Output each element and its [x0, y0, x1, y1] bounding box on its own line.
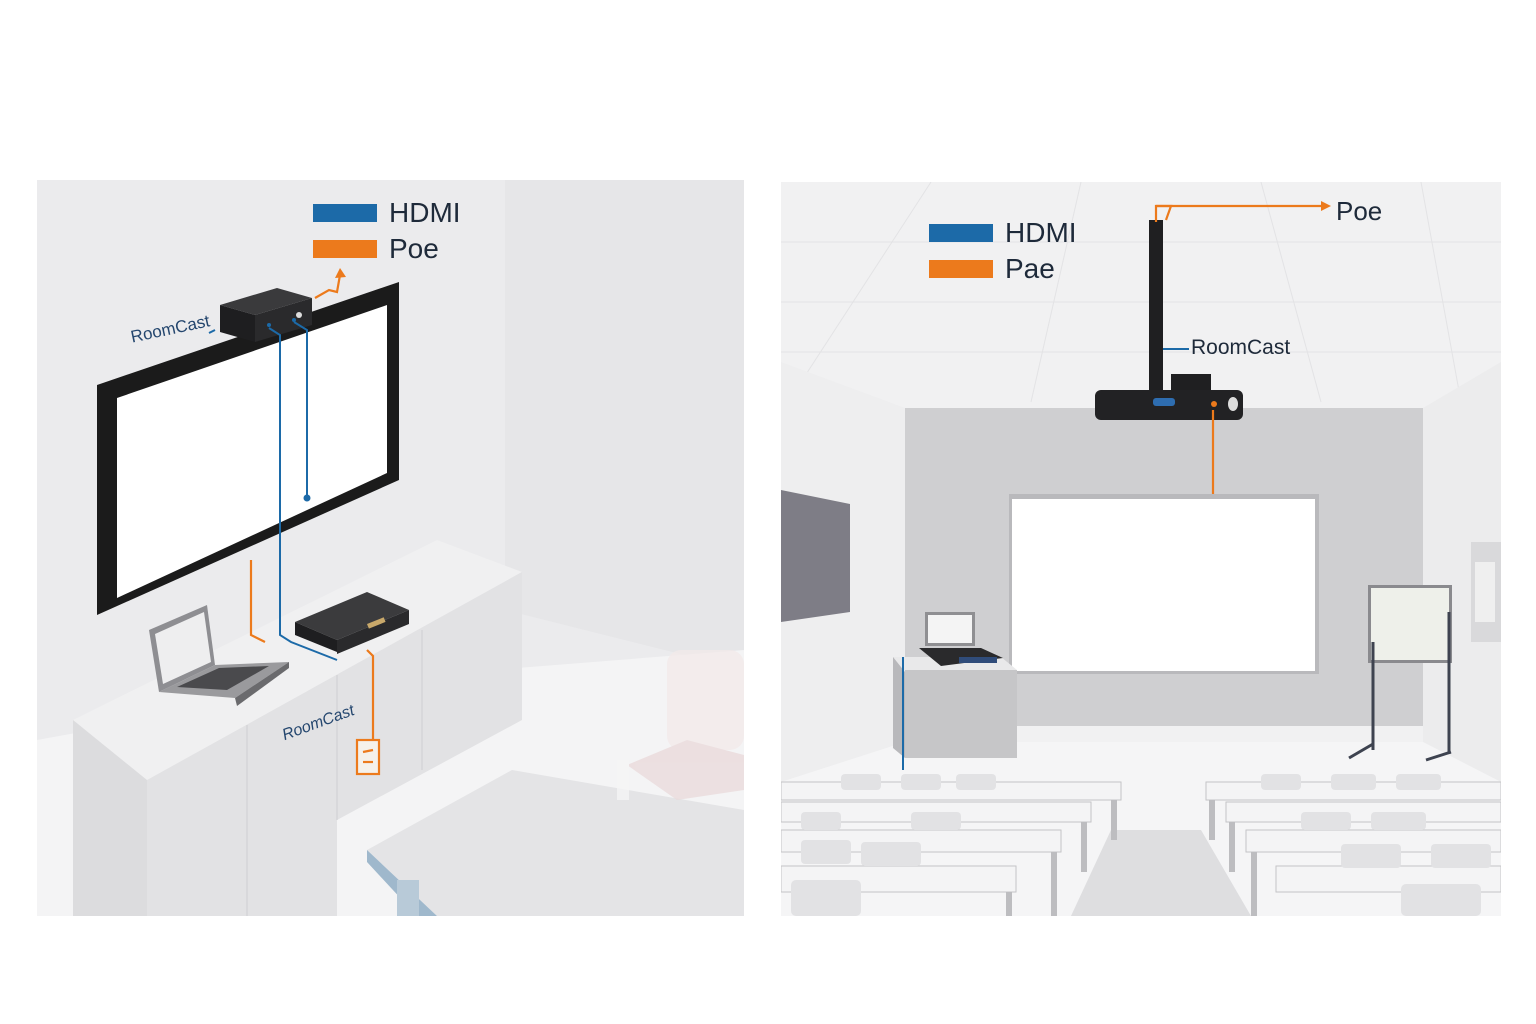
poe-cables [1154, 204, 1321, 494]
hdmi-swatch [313, 204, 377, 222]
legend-label-pae: Pae [1005, 253, 1055, 284]
chair [617, 650, 744, 800]
roomcast-transmitter-device [295, 592, 409, 654]
roomcast-projector [1095, 374, 1243, 420]
roomcast-receiver-device [220, 288, 312, 342]
roomcast-label: RoomCast [1191, 336, 1291, 359]
wall-display-diagram-panel: HDMI Poe RoomCast RoomCast [37, 180, 744, 916]
legend: HDMI Poe [313, 197, 461, 264]
legend: HDMI Pae [929, 217, 1077, 284]
classroom-diagram-panel: HDMI Pae Poe RoomCast [781, 182, 1501, 916]
legend-label-poe: Poe [389, 233, 439, 264]
hdmi-cables [208, 321, 338, 661]
lectern [893, 657, 1017, 770]
wall-board [781, 490, 850, 622]
wall-display-scene [37, 180, 744, 916]
legend-item-poe: Poe [313, 233, 461, 264]
laptop [149, 605, 289, 706]
ceiling-grid [781, 182, 1501, 403]
poe-label: Poe [1336, 196, 1383, 226]
whiteboard-easel [1348, 585, 1452, 762]
student-desks [781, 774, 1501, 916]
credenza [73, 540, 522, 916]
legend-label-hdmi: HDMI [389, 197, 461, 228]
legend-item-hdmi: HDMI [313, 197, 461, 228]
projector-mount-pole [1149, 220, 1163, 392]
hdmi-swatch [929, 224, 993, 242]
poe-swatch [313, 240, 377, 258]
poe-cables [249, 274, 381, 776]
legend-item-pae: Pae [929, 253, 1077, 284]
legend-item-hdmi: HDMI [929, 217, 1077, 248]
wall-display [97, 282, 399, 615]
laptop [919, 612, 1003, 666]
classroom-scene [781, 182, 1501, 916]
poe-swatch [929, 260, 993, 278]
table [367, 770, 744, 916]
projection-screen [1009, 494, 1319, 674]
legend-label-hdmi: HDMI [1005, 217, 1077, 248]
